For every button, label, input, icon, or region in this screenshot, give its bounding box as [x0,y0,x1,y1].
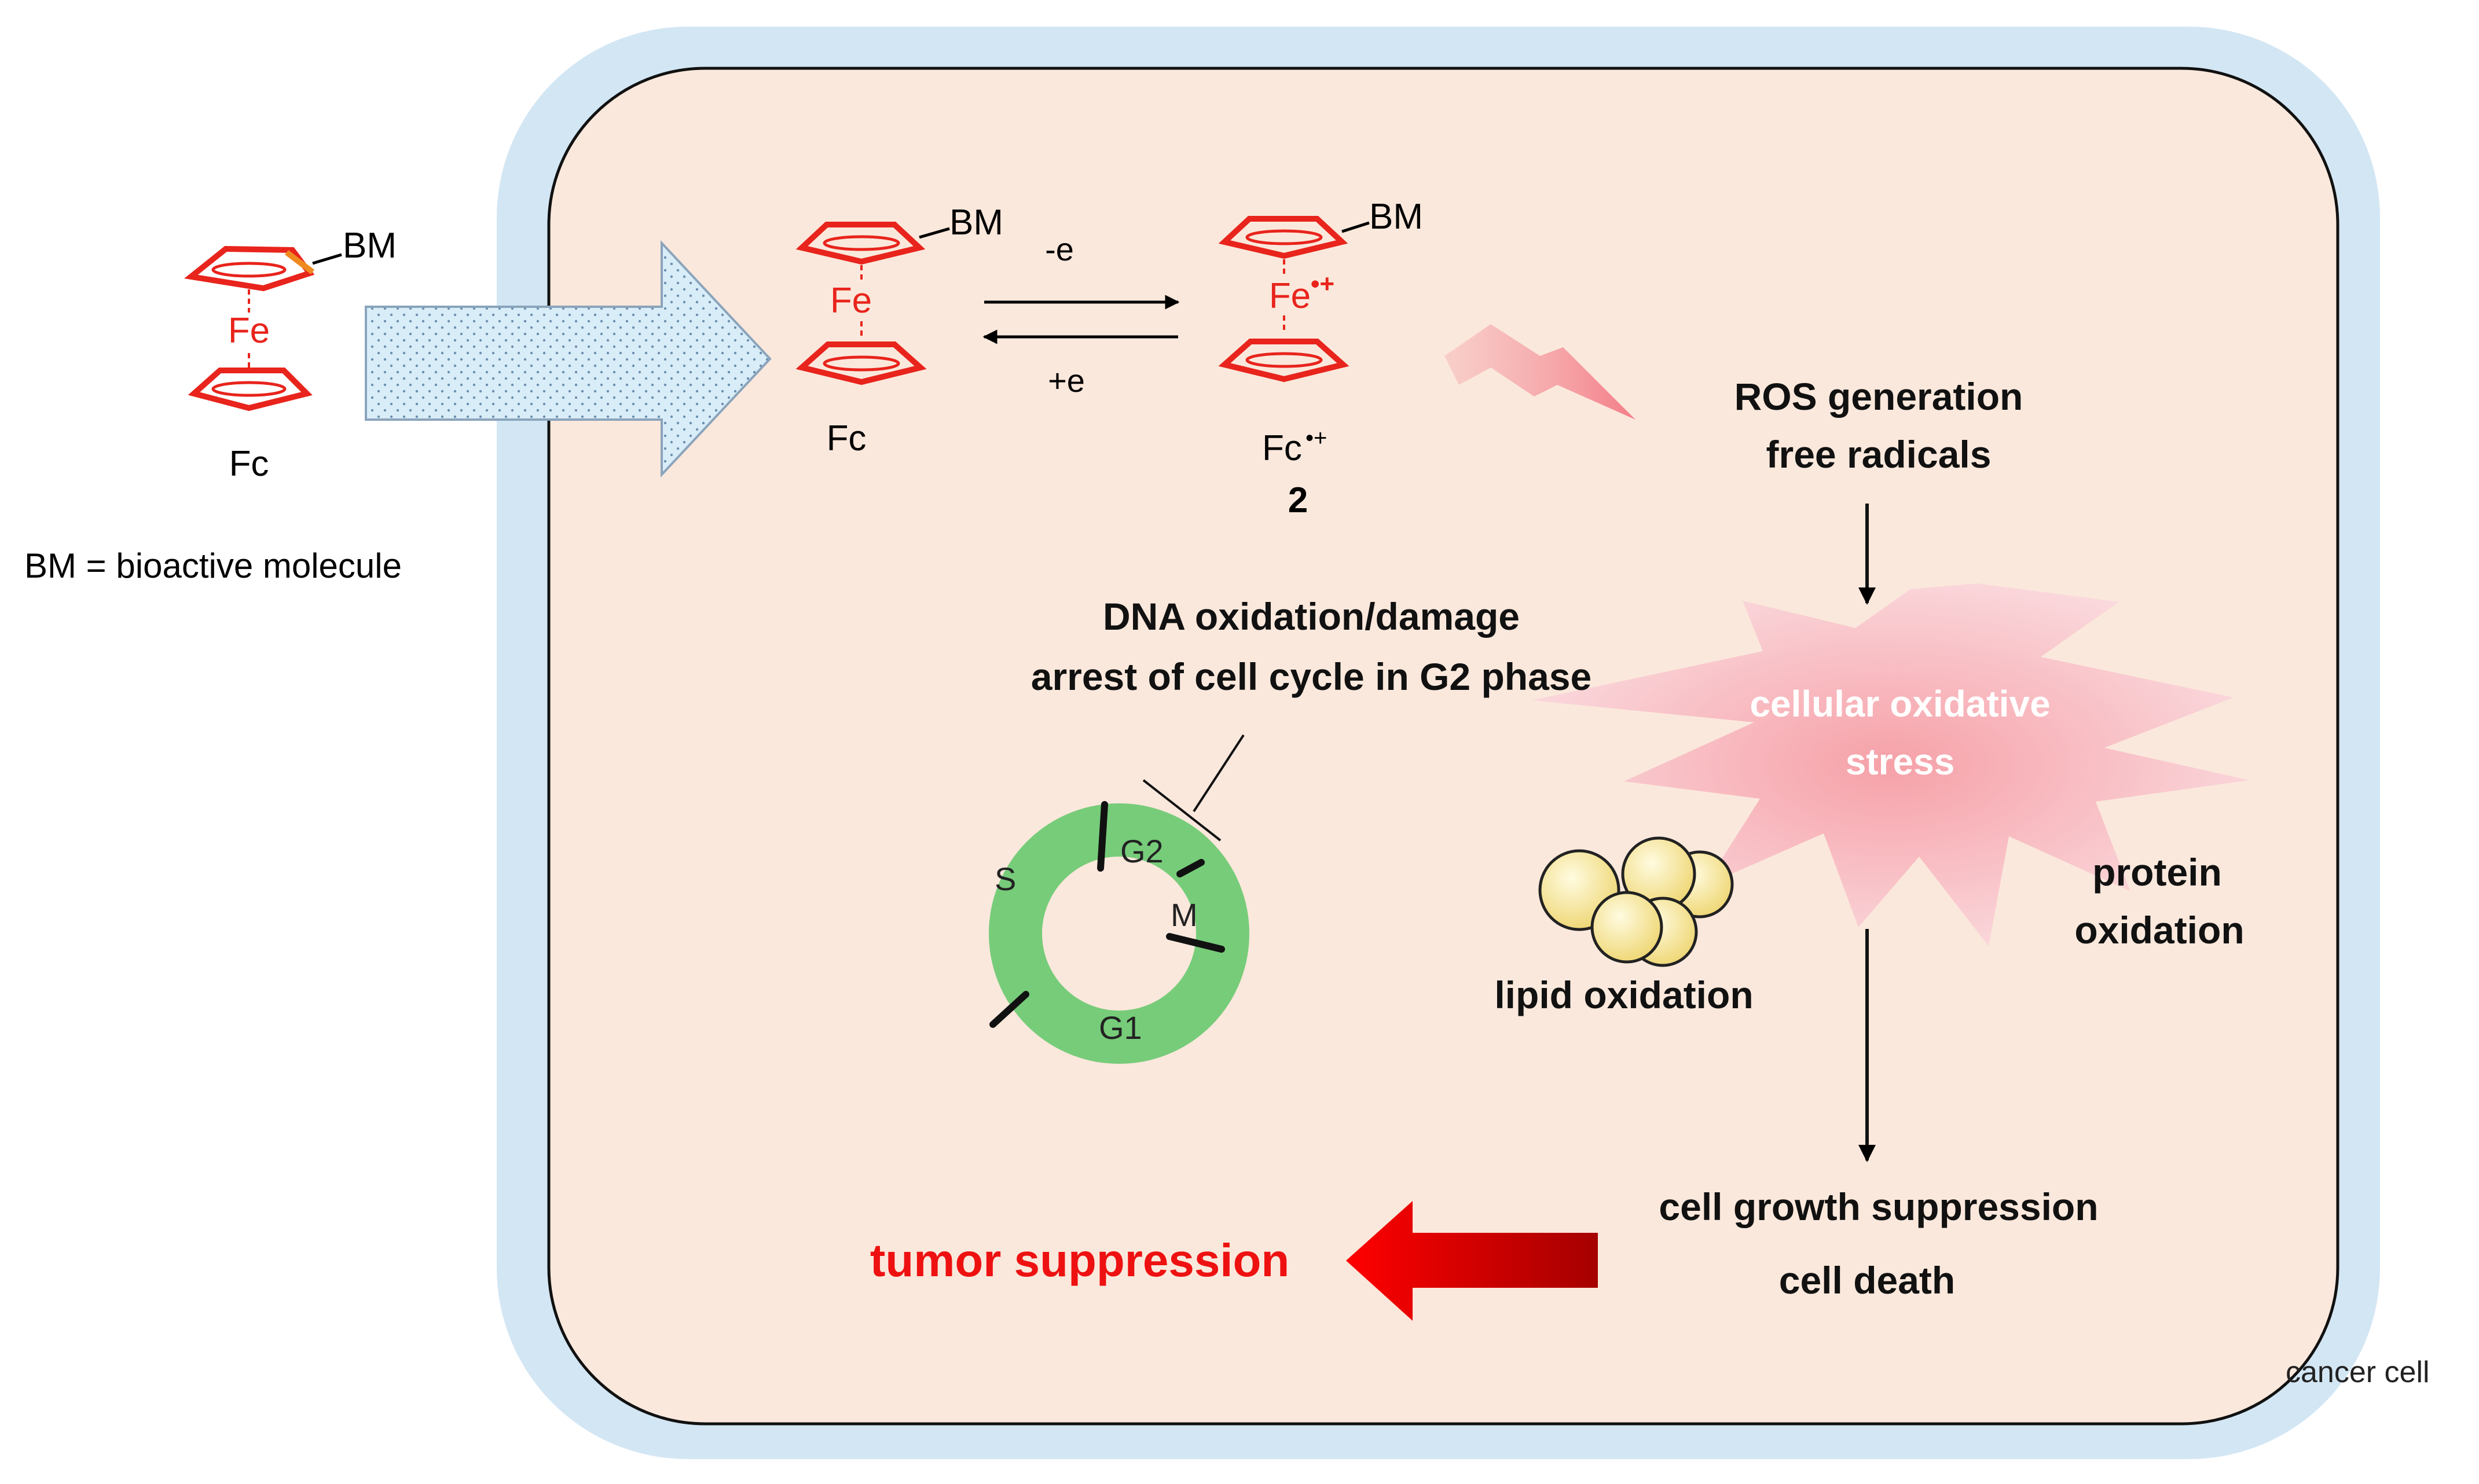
cancer-cell-label: cancer cell [2286,1356,2430,1389]
phase-divider [1166,933,1225,953]
outside-fc-label: Fc [229,444,269,484]
phase-divider [989,991,1029,1028]
ros-generation-label: ROS generation [1734,375,2023,418]
outside-bm-label: BM [343,226,397,266]
dna-oxidation-label: DNA oxidation/damage [1103,595,1520,638]
cell-cytoplasm [547,67,2339,1426]
oxidation-label-protein: oxidation [2074,909,2244,952]
tumor-suppression-arrow [1346,1201,1598,1321]
cell-cycle-arrest-label: arrest of cell cycle in G2 phase [1031,655,1591,698]
cell-cycle-phase-m: M [1171,897,1198,933]
ferrocenium-fe-charge: •+ [1311,270,1334,298]
reduction-label: +e [1048,362,1085,399]
phase-divider [1097,801,1108,872]
cyclopentadienyl-bottom-ring [188,368,313,412]
growth-suppression-label: cell growth suppression [1659,1185,2098,1228]
protein-label: protein [2092,851,2222,894]
ferrocenium [1218,216,1370,383]
ferrocenium-fe-label: Fe [1269,276,1311,316]
oxidative-stress-burst [1531,583,2249,946]
lightning-bolt-icon [1444,324,1635,420]
cellular-oxidative-label: cellular oxidative [1750,683,2050,725]
oxidation-label: -e [1045,231,1074,267]
ferrocenium-bm-label: BM [1369,197,1423,237]
compound-number: 2 [1288,480,1308,520]
inhibition-line [1193,734,1245,813]
ferrocene-inside [795,222,950,385]
tumor-suppression-label: tumor suppression [870,1235,1290,1286]
inside-fc-label: Fc [827,418,867,458]
cell-death-label: cell death [1779,1259,1955,1302]
cell-cycle-ring [989,803,1249,1064]
cell-cycle-phase-s: S [995,861,1016,897]
lipid-droplets-icon [1538,836,1734,967]
cell-cycle-phase-g2: G2 [1120,833,1164,869]
stress-label: stress [1846,741,1955,783]
cell-cycle-phase-g1: G1 [1099,1009,1142,1046]
outside-fe-label: Fe [228,311,270,351]
entry-arrow [365,240,772,478]
inside-bm-label: BM [949,203,1003,243]
inside-fe-label: Fe [830,281,872,321]
free-radicals-label: free radicals [1766,433,1992,476]
lipid-oxidation-label: lipid oxidation [1494,974,1753,1016]
phase-divider [1176,859,1205,877]
ferrocenium-fc-charge: •+ [1305,425,1327,451]
inhibition-bar [1142,779,1222,842]
bm-definition: BM = bioactive molecule [24,546,402,585]
ferrocene-outside [184,245,342,412]
ferrocenium-fc-label: Fc [1262,428,1302,468]
